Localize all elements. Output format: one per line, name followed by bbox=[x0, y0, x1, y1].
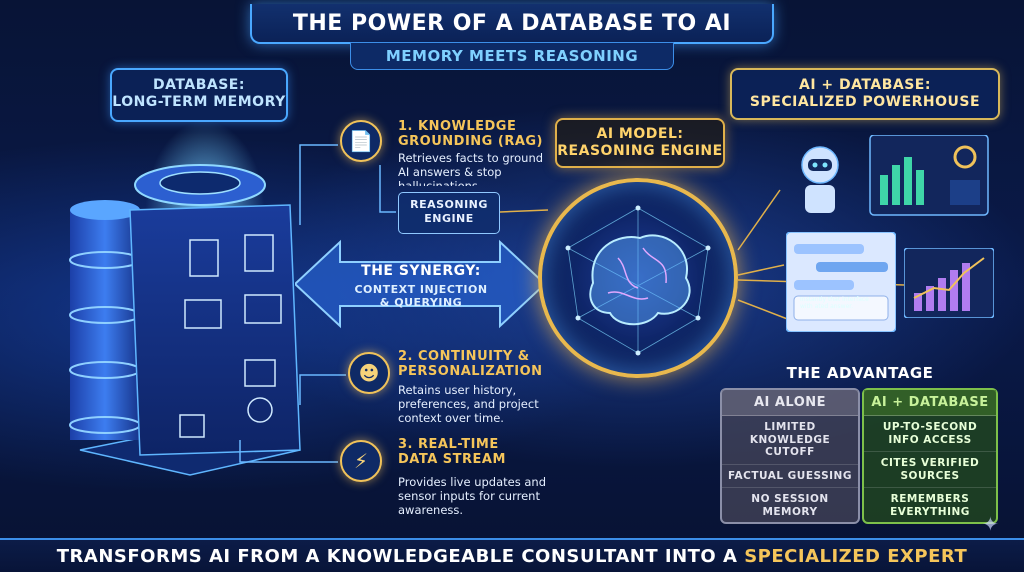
step2-title-line1: 2. CONTINUITY & bbox=[398, 349, 530, 364]
ai-alone-header: AI ALONE bbox=[722, 390, 858, 416]
step1-title: 1. KNOWLEDGE GROUNDING (RAG) bbox=[398, 119, 558, 150]
chat-screen bbox=[786, 232, 896, 332]
calendar-icon bbox=[244, 359, 276, 387]
synergy-title: THE SYNERGY: bbox=[361, 263, 481, 279]
database-label-line1: DATABASE: bbox=[153, 77, 245, 93]
synergy-subtitle: CONTEXT INJECTION & QUERYING bbox=[340, 283, 502, 309]
ai-alone-panel: AI ALONE LIMITED KNOWLEDGE CUTOFF FACTUA… bbox=[720, 388, 860, 524]
ai-alone-item: NO SESSION MEMORY bbox=[751, 493, 829, 518]
database-server-illustration bbox=[69, 164, 301, 476]
document-icon bbox=[244, 234, 274, 272]
reasoning-box-line1: REASONING bbox=[410, 198, 488, 211]
ai-database-panel-label: AI + DATABASE: SPECIALIZED POWERHOUSE bbox=[730, 68, 1000, 120]
ai-alone-item: FACTUAL GUESSING bbox=[722, 465, 858, 489]
storage-disk-stack bbox=[69, 200, 141, 440]
synergy-line2: & QUERYING bbox=[379, 296, 463, 310]
page-title: THE POWER OF A DATABASE TO AI bbox=[250, 4, 774, 44]
ai-alone-item: LIMITED KNOWLEDGE CUTOFF bbox=[722, 416, 858, 465]
sparkle-icon: ✦ bbox=[982, 512, 999, 536]
ai-database-item: CITES VERIFIED SOURCES bbox=[864, 452, 996, 489]
database-panel-label: DATABASE: LONG-TERM MEMORY bbox=[110, 68, 288, 122]
robot-icon bbox=[801, 146, 839, 213]
step3-description: Provides live updates and sensor inputs … bbox=[398, 475, 546, 517]
spreadsheet-icon bbox=[184, 299, 222, 329]
synergy-double-arrow bbox=[295, 239, 545, 329]
step3-title: 3. REAL-TIME DATA STREAM bbox=[398, 437, 548, 468]
reasoning-box-line2: ENGINE bbox=[424, 212, 474, 226]
footer-main-text: TRANSFORMS AI FROM A KNOWLEDGEABLE CONSU… bbox=[56, 545, 738, 567]
ai-database-item: REMEMBERS EVERYTHING bbox=[890, 493, 970, 518]
document-icon bbox=[189, 239, 219, 277]
step2-description: Retains user history, preferences, and p… bbox=[398, 383, 539, 425]
ai-database-item: UP-TO-SECOND INFO ACCESS bbox=[864, 416, 996, 453]
footer-banner: TRANSFORMS AI FROM A KNOWLEDGEABLE CONSU… bbox=[0, 538, 1024, 572]
step1-title-line1: 1. KNOWLEDGE bbox=[398, 119, 517, 134]
ai-model-line1: AI MODEL: bbox=[596, 126, 684, 142]
clock-icon bbox=[247, 397, 273, 423]
footer-highlight-text: SPECIALIZED EXPERT bbox=[744, 545, 968, 567]
spreadsheet-icon bbox=[244, 294, 282, 324]
step3-title-line1: 3. REAL-TIME bbox=[398, 437, 499, 452]
step2-title: 2. CONTINUITY & PERSONALIZATION bbox=[398, 349, 568, 380]
robot-dashboard-screen bbox=[801, 135, 989, 216]
user-icon: ☻ bbox=[348, 352, 390, 394]
brain-icon bbox=[565, 205, 711, 356]
step1-title-line2: GROUNDING (RAG) bbox=[398, 133, 543, 149]
ai-model-line2: REASONING ENGINE bbox=[557, 142, 723, 159]
ai-db-label-line2: SPECIALIZED POWERHOUSE bbox=[749, 93, 981, 110]
synergy-line1: CONTEXT INJECTION bbox=[354, 283, 488, 296]
advantage-title: THE ADVANTAGE bbox=[786, 364, 934, 382]
lightning-clock-icon: ⚡ bbox=[340, 440, 382, 482]
ai-database-panel: AI + DATABASE UP-TO-SECOND INFO ACCESS C… bbox=[862, 388, 998, 524]
growth-chart-screen bbox=[904, 248, 994, 318]
chat-snippet: Instantly that interface with ated answe… bbox=[800, 296, 869, 311]
step2-title-line2: PERSONALIZATION bbox=[398, 363, 543, 379]
page-subtitle: MEMORY MEETS REASONING bbox=[350, 42, 674, 70]
step1-description: Retrieves facts to ground AI answers & s… bbox=[398, 152, 544, 186]
database-icon bbox=[179, 414, 205, 438]
reasoning-engine-box: REASONING ENGINE bbox=[398, 192, 500, 234]
ai-db-label-line1: AI + DATABASE: bbox=[799, 77, 931, 93]
ai-database-header: AI + DATABASE bbox=[864, 390, 996, 416]
step3-title-line2: DATA STREAM bbox=[398, 451, 506, 467]
ai-model-label: AI MODEL: REASONING ENGINE bbox=[555, 118, 725, 168]
document-icon: 📄 bbox=[340, 120, 382, 162]
database-label-line2: LONG-TERM MEMORY bbox=[112, 93, 286, 110]
